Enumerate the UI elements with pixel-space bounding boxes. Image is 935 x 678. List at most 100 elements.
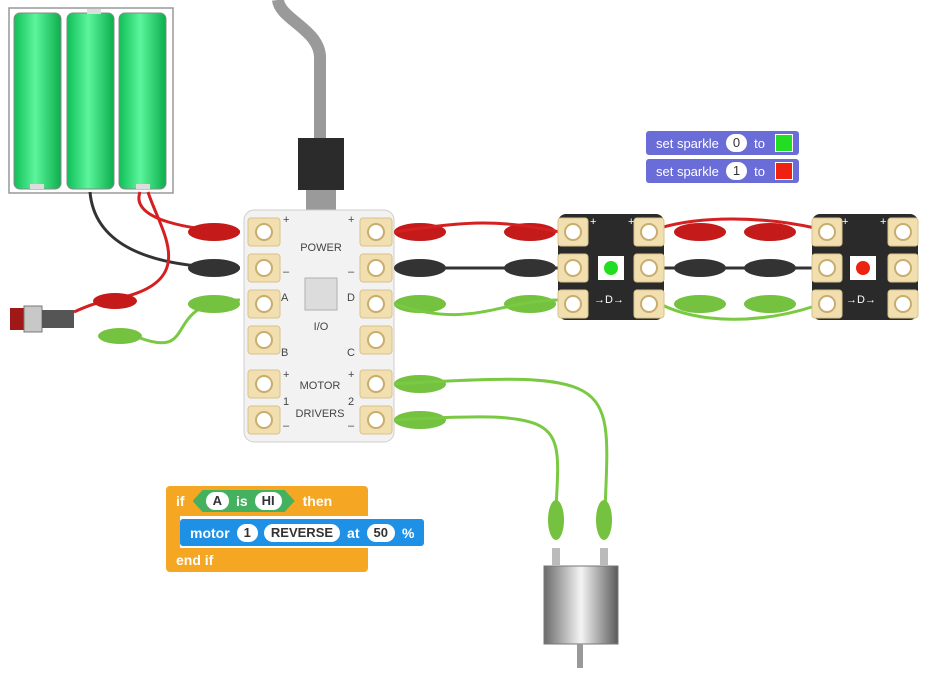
green-wire-to-sparkle	[394, 298, 561, 317]
set-sparkle-block-0[interactable]: set sparkle 0 to	[646, 131, 799, 155]
pad-right-4[interactable]	[359, 369, 393, 399]
dc-motor[interactable]	[543, 548, 619, 668]
pad-right-2[interactable]	[359, 289, 393, 319]
port-b-label: B	[281, 347, 289, 359]
red-clip-lead	[73, 293, 137, 314]
motor-wire-1	[394, 377, 609, 511]
motor-minus-label-right: –	[348, 420, 355, 432]
motor-direction[interactable]: REVERSE	[263, 523, 341, 542]
battery-pack[interactable]	[8, 7, 174, 194]
sparkle-1-pad-l-0[interactable]	[811, 217, 843, 247]
controller-pads[interactable]	[247, 217, 393, 435]
left-clip-1	[188, 259, 240, 277]
set-sparkle-0-prefix: set sparkle	[656, 135, 719, 151]
sparkle-1-pad-r-0[interactable]	[887, 217, 919, 247]
pad-left-2[interactable]	[247, 289, 281, 319]
sparkle-0-plus-left: +	[590, 216, 597, 228]
pad-left-1[interactable]	[247, 253, 281, 283]
controller-board[interactable]	[243, 209, 395, 443]
sparkle-0-pad-r-0[interactable]	[633, 217, 665, 247]
red-wire-to-sparkle	[394, 221, 561, 234]
set-sparkle-block-1[interactable]: set sparkle 1 to	[646, 159, 799, 183]
motor-label: MOTOR	[299, 380, 341, 392]
between-clip-b-0	[744, 223, 796, 241]
if-label: if	[176, 493, 185, 509]
left-clip-2	[188, 295, 240, 313]
then-label: then	[302, 493, 333, 509]
power-label: POWER	[300, 242, 342, 254]
sparkle-pads[interactable]	[557, 217, 919, 319]
condition-state[interactable]: HI	[255, 492, 282, 510]
sparkle-1-led	[856, 261, 870, 275]
sparkle-0-pad-r-1[interactable]	[633, 253, 665, 283]
power-minus-label-right: –	[348, 266, 355, 278]
pad-left-0[interactable]	[247, 217, 281, 247]
motor-wire-2	[394, 415, 560, 511]
sparkle-0-direction-label: →D→	[594, 294, 624, 306]
pad-right-3[interactable]	[359, 325, 393, 355]
set-sparkle-1-prefix: set sparkle	[656, 163, 719, 179]
motor-speed[interactable]: 50	[366, 523, 395, 542]
condition-port[interactable]: A	[206, 492, 229, 510]
green-wire-between-sparkles	[659, 302, 816, 321]
pad-left-4[interactable]	[247, 369, 281, 399]
power-plus-label-right: +	[348, 214, 355, 226]
port-a-label: A	[281, 292, 289, 304]
usb-cable	[272, 0, 344, 220]
motor-minus-label-left: –	[283, 420, 290, 432]
io-label: I/O	[313, 321, 329, 333]
motor-percent-label: %	[401, 524, 415, 541]
push-button[interactable]	[10, 305, 74, 333]
pad-left-3[interactable]	[247, 325, 281, 355]
if-block-spine	[166, 516, 180, 548]
sparkle-1-pad-r-1[interactable]	[887, 253, 919, 283]
sparkle-1-plus-right: +	[880, 216, 887, 228]
between-clip-a-2	[674, 295, 726, 313]
sparkle-1-pad-l-2[interactable]	[811, 289, 843, 319]
pad-right-0[interactable]	[359, 217, 393, 247]
set-sparkle-1-to: to	[754, 163, 765, 179]
pad-right-1[interactable]	[359, 253, 393, 283]
if-block-header[interactable]: if A is HI then	[166, 486, 368, 516]
power-plus-label-left: +	[283, 214, 290, 226]
pad-left-5[interactable]	[247, 405, 281, 435]
red-wire-between-sparkles	[659, 217, 816, 230]
sparkle-1-pad-l-1[interactable]	[811, 253, 843, 283]
motor-clip-2	[548, 500, 564, 540]
pad-right-5[interactable]	[359, 405, 393, 435]
motor-plus-label-right: +	[348, 369, 355, 381]
sparkle-0-pad-l-1[interactable]	[557, 253, 589, 283]
set-sparkle-0-index[interactable]: 0	[725, 134, 748, 152]
motor-1-label: 1	[283, 396, 290, 408]
between-clip-a-0	[674, 223, 726, 241]
sparkle-1-pad-r-2[interactable]	[887, 289, 919, 319]
end-if-block[interactable]: end if	[166, 548, 368, 572]
motor-number[interactable]: 1	[236, 523, 258, 542]
motor-label-block: motor	[190, 524, 230, 541]
power-minus-label-left: –	[283, 266, 290, 278]
end-if-label: end if	[176, 552, 214, 568]
motor-2-label: 2	[348, 396, 355, 408]
port-c-label: C	[347, 347, 355, 359]
set-sparkle-0-to: to	[754, 135, 765, 151]
battery-red-wire-2	[119, 191, 170, 300]
sparkle-in-clip-2	[504, 295, 556, 313]
sparkle-0-pad-l-0[interactable]	[557, 217, 589, 247]
between-clip-b-2	[744, 295, 796, 313]
set-sparkle-0-color-swatch[interactable]	[774, 134, 793, 152]
set-sparkle-1-index[interactable]: 1	[725, 162, 748, 180]
condition-is-label: is	[235, 493, 248, 509]
sparkle-0-plus-right: +	[628, 216, 635, 228]
set-sparkle-1-color-swatch[interactable]	[774, 162, 793, 180]
left-clip-0	[188, 223, 240, 241]
motor-at-label: at	[347, 524, 360, 541]
sparkle-0-pad-l-2[interactable]	[557, 289, 589, 319]
sparkle-0-pad-r-2[interactable]	[633, 289, 665, 319]
motor-clip-1	[596, 500, 612, 540]
motor-block[interactable]: motor 1 REVERSE at 50 %	[180, 519, 425, 546]
port-d-label: D	[347, 292, 355, 304]
sparkle-1-plus-left: +	[842, 216, 849, 228]
drivers-label: DRIVERS	[295, 408, 345, 420]
condition-block[interactable]: A is HI	[193, 490, 295, 512]
